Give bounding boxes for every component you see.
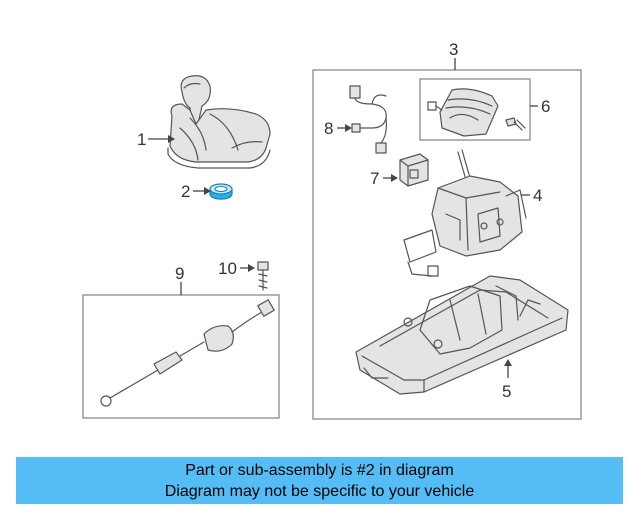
leader-10-arrow	[248, 264, 255, 272]
callout-4: 4	[533, 186, 542, 205]
part-8-wiring-harness	[349, 85, 387, 154]
info-banner: Part or sub-assembly is #2 in diagram Di…	[16, 457, 623, 504]
callout-1: 1	[137, 130, 146, 149]
part-6-selector-cover	[427, 88, 526, 137]
part-10-bolt	[257, 261, 269, 291]
callout-2: 2	[181, 182, 190, 201]
leader-8-arrow	[345, 124, 352, 132]
part-9-shift-cable	[100, 299, 275, 407]
leader-1-arrow	[168, 135, 175, 143]
part-2-ring-highlighted	[209, 183, 233, 200]
banner-line-2: Diagram may not be specific to your vehi…	[164, 483, 475, 500]
callout-8: 8	[324, 119, 333, 138]
parts-diagram: 1 2 3 6 8	[82, 40, 582, 420]
sub-assembly-6-box	[419, 78, 531, 141]
callout-6: 6	[541, 97, 550, 116]
assembly-3-box	[312, 69, 582, 420]
callout-5: 5	[502, 382, 511, 401]
callout-3: 3	[449, 40, 458, 59]
banner-line-1: Part or sub-assembly is #2 in diagram	[185, 462, 454, 479]
leader-5-arrow	[504, 359, 512, 366]
leader-7-arrow	[391, 174, 398, 182]
callout-10: 10	[218, 259, 237, 278]
part-4-shifter-mechanism	[403, 149, 527, 277]
callout-9: 9	[175, 264, 184, 283]
part-9-box	[82, 294, 280, 419]
part-7-switch	[399, 153, 429, 187]
part-1-shift-knob-boot	[167, 75, 271, 169]
leader-2-arrow	[204, 187, 211, 195]
callout-7: 7	[370, 169, 379, 188]
part-5-base-housing	[355, 275, 569, 395]
